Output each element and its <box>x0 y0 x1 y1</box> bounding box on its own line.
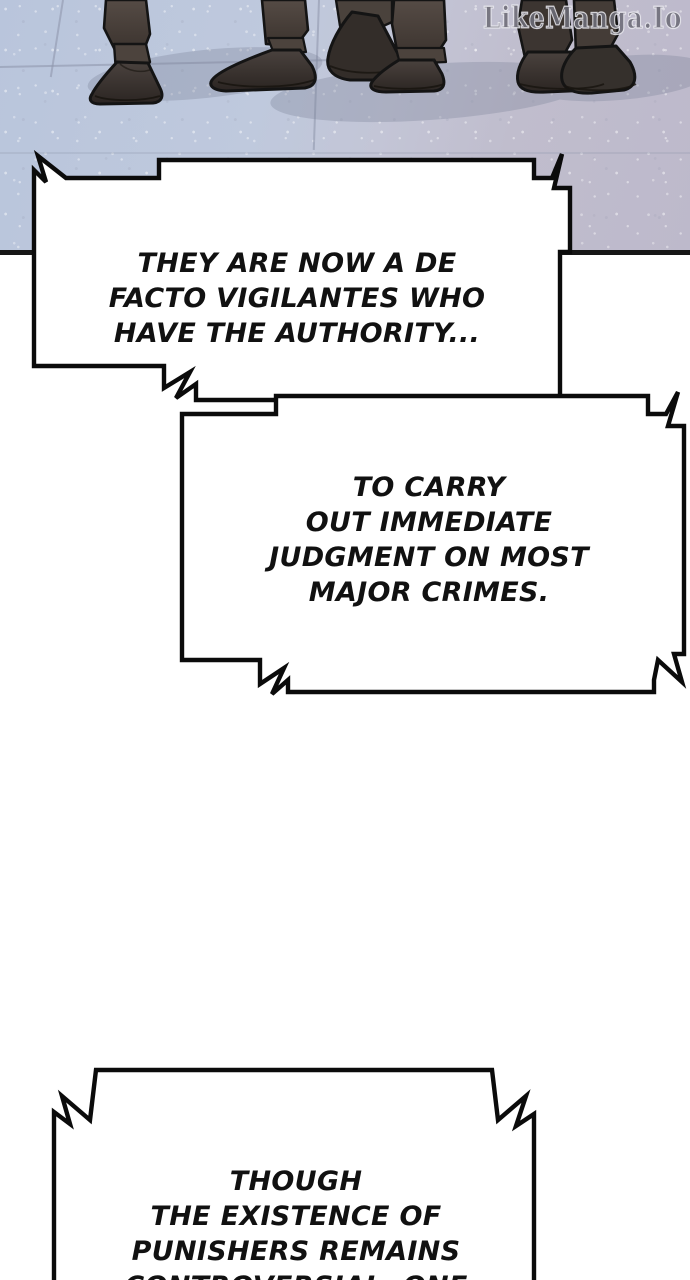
speech-bubble-3-shape <box>51 1067 537 1280</box>
site-watermark: LikeManga.Io <box>482 0 682 36</box>
figure-mid-left-leg-and-shoe <box>209 0 317 93</box>
figure-center-leg-and-shoe <box>326 0 405 82</box>
comic-panel-artwork: LikeManga.Io <box>0 0 690 255</box>
figure-right-legs-and-shoes <box>516 0 637 95</box>
speech-bubble-1-text: THEY ARE NOW A DE FACTO VIGILANTES WHO H… <box>108 248 486 350</box>
speech-bubble-3-text: THOUGH THE EXISTENCE OF PUNISHERS REMAIN… <box>124 1166 467 1280</box>
speech-bubble-1-shape <box>31 149 573 403</box>
speech-bubble-3: THOUGH THE EXISTENCE OF PUNISHERS REMAIN… <box>40 1060 552 1280</box>
figure-left-leg-and-shoe <box>88 0 164 106</box>
figures-shoes-illustration <box>87 0 690 123</box>
speech-bubble-2: TO CARRY OUT IMMEDIATE JUDGMENT ON MOST … <box>168 390 690 700</box>
speech-bubble-2-shape <box>179 390 687 696</box>
speech-bubble-2-text: TO CARRY OUT IMMEDIATE JUDGMENT ON MOST … <box>269 472 589 609</box>
art-speck <box>432 58 436 62</box>
speech-bubble-1: THEY ARE NOW A DE FACTO VIGILANTES WHO H… <box>24 149 573 448</box>
floor-tile-seam <box>0 152 690 154</box>
figure-mid-right-leg-and-shoe <box>369 0 448 94</box>
